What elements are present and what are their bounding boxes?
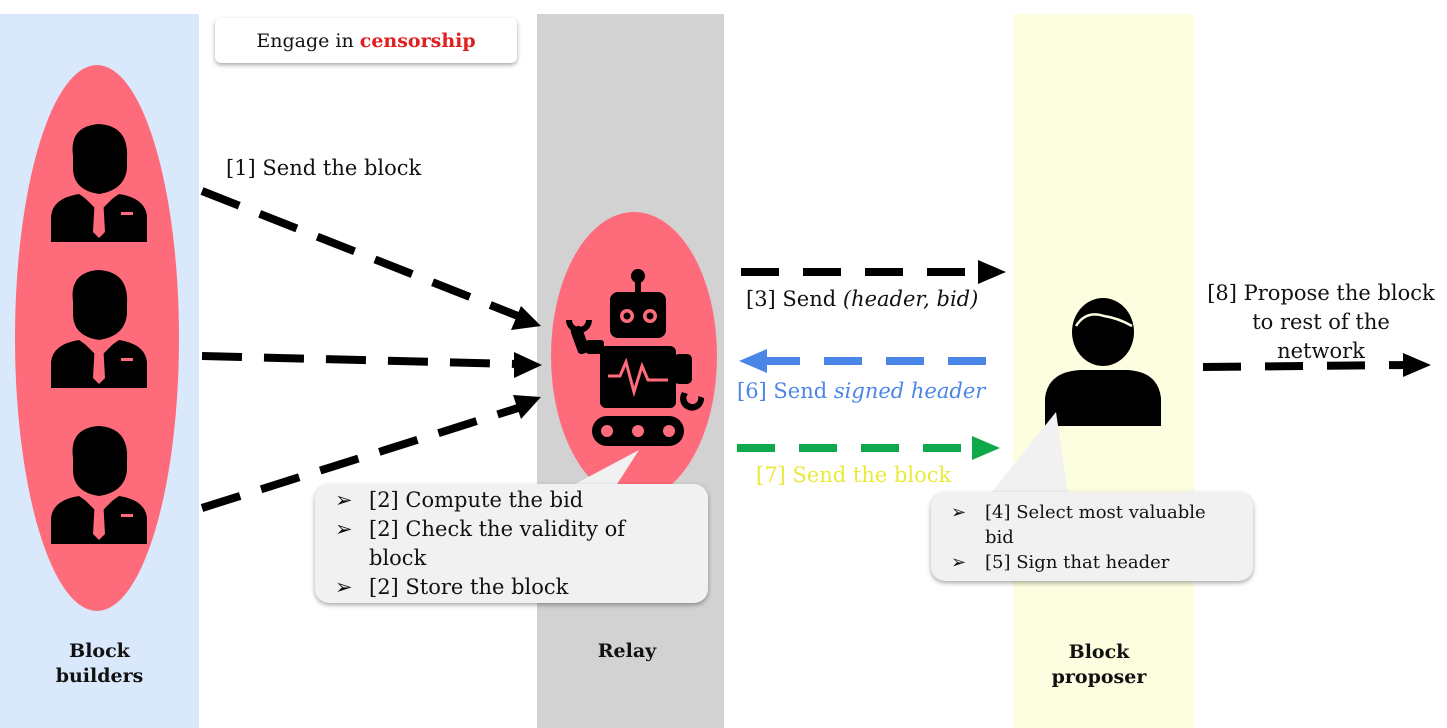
arrow-builder-3-to-relay <box>200 404 520 512</box>
step-6-label: [6] Send signed header <box>737 379 985 403</box>
businessman-icon <box>51 124 147 242</box>
proposer-task-list: ➢ [4] Select most valuable bid ➢ [5] Sign … <box>931 500 1253 575</box>
lane-label-proposer: Block proposer <box>1051 641 1147 688</box>
arrowhead <box>513 395 541 419</box>
person-icon <box>1045 298 1161 426</box>
businessman-icon <box>51 426 147 544</box>
relay-task-list: ➢ [2] Compute the bid ➢ [2] Check the vali… <box>315 486 708 602</box>
bullet-icon: ➢ <box>951 552 967 573</box>
relay-bubble-tail <box>560 450 639 492</box>
step-6-text: [6] Send <box>737 379 834 403</box>
list-item: ➢ [2] Check the validity of block <box>315 515 708 573</box>
bullet-icon: ➢ <box>335 488 353 512</box>
censorship-callout: Engage in censorship <box>215 18 517 63</box>
proposer-bubble-tail <box>990 412 1068 494</box>
robot-icon <box>566 269 705 446</box>
step-3-text: [3] Send <box>746 287 843 311</box>
arrowhead <box>739 349 767 373</box>
list-item: ➢ [4] Select most valuable bid <box>931 500 1253 550</box>
step-7-label: [7] Send the block <box>756 463 952 487</box>
list-item: ➢ [2] Compute the bid <box>315 486 708 515</box>
arrowhead <box>514 352 542 378</box>
arrow-builder-2-to-relay <box>201 352 517 368</box>
arrowhead <box>1403 353 1431 377</box>
callout-highlight: censorship <box>359 29 476 52</box>
bullet-icon: ➢ <box>335 517 353 541</box>
arrow-builder-1-to-relay <box>200 187 520 320</box>
lane-label-builders: Block builders <box>55 640 144 687</box>
step-8-label: [8] Propose the block to rest of the net… <box>1207 281 1435 363</box>
relay-tasks-bubble: ➢ [2] Compute the bid ➢ [2] Check the vali… <box>315 484 708 603</box>
step-3-label: [3] Send (header, bid) <box>746 287 978 311</box>
proposer-task-text: [5] Sign that header <box>985 552 1170 573</box>
lane-label-relay: Relay <box>597 640 657 662</box>
relay-task-text: [2] Store the block <box>369 575 569 599</box>
list-item: ➢ [5] Sign that header <box>931 550 1253 575</box>
callout-text: Engage in <box>256 29 360 52</box>
arrowhead <box>972 436 1000 460</box>
step-1-label: [1] Send the block <box>226 156 422 180</box>
businessman-icon <box>51 270 147 388</box>
step-3-math: (header, bid) <box>842 287 979 311</box>
arrowhead <box>511 306 541 330</box>
arrow-proposer-to-network <box>1202 361 1407 371</box>
arrowhead <box>978 260 1006 284</box>
proposer-task-text: [4] Select most valuable bid <box>985 502 1206 548</box>
relay-task-text: [2] Check the validity of block <box>369 517 626 570</box>
proposer-tasks-bubble: ➢ [4] Select most valuable bid ➢ [5] Sign … <box>931 492 1253 581</box>
relay-task-text: [2] Compute the bid <box>369 488 584 512</box>
bullet-icon: ➢ <box>951 502 967 523</box>
step-6-italic: signed header <box>833 379 986 403</box>
list-item: ➢ [2] Store the block <box>315 573 708 602</box>
bullet-icon: ➢ <box>335 575 353 599</box>
